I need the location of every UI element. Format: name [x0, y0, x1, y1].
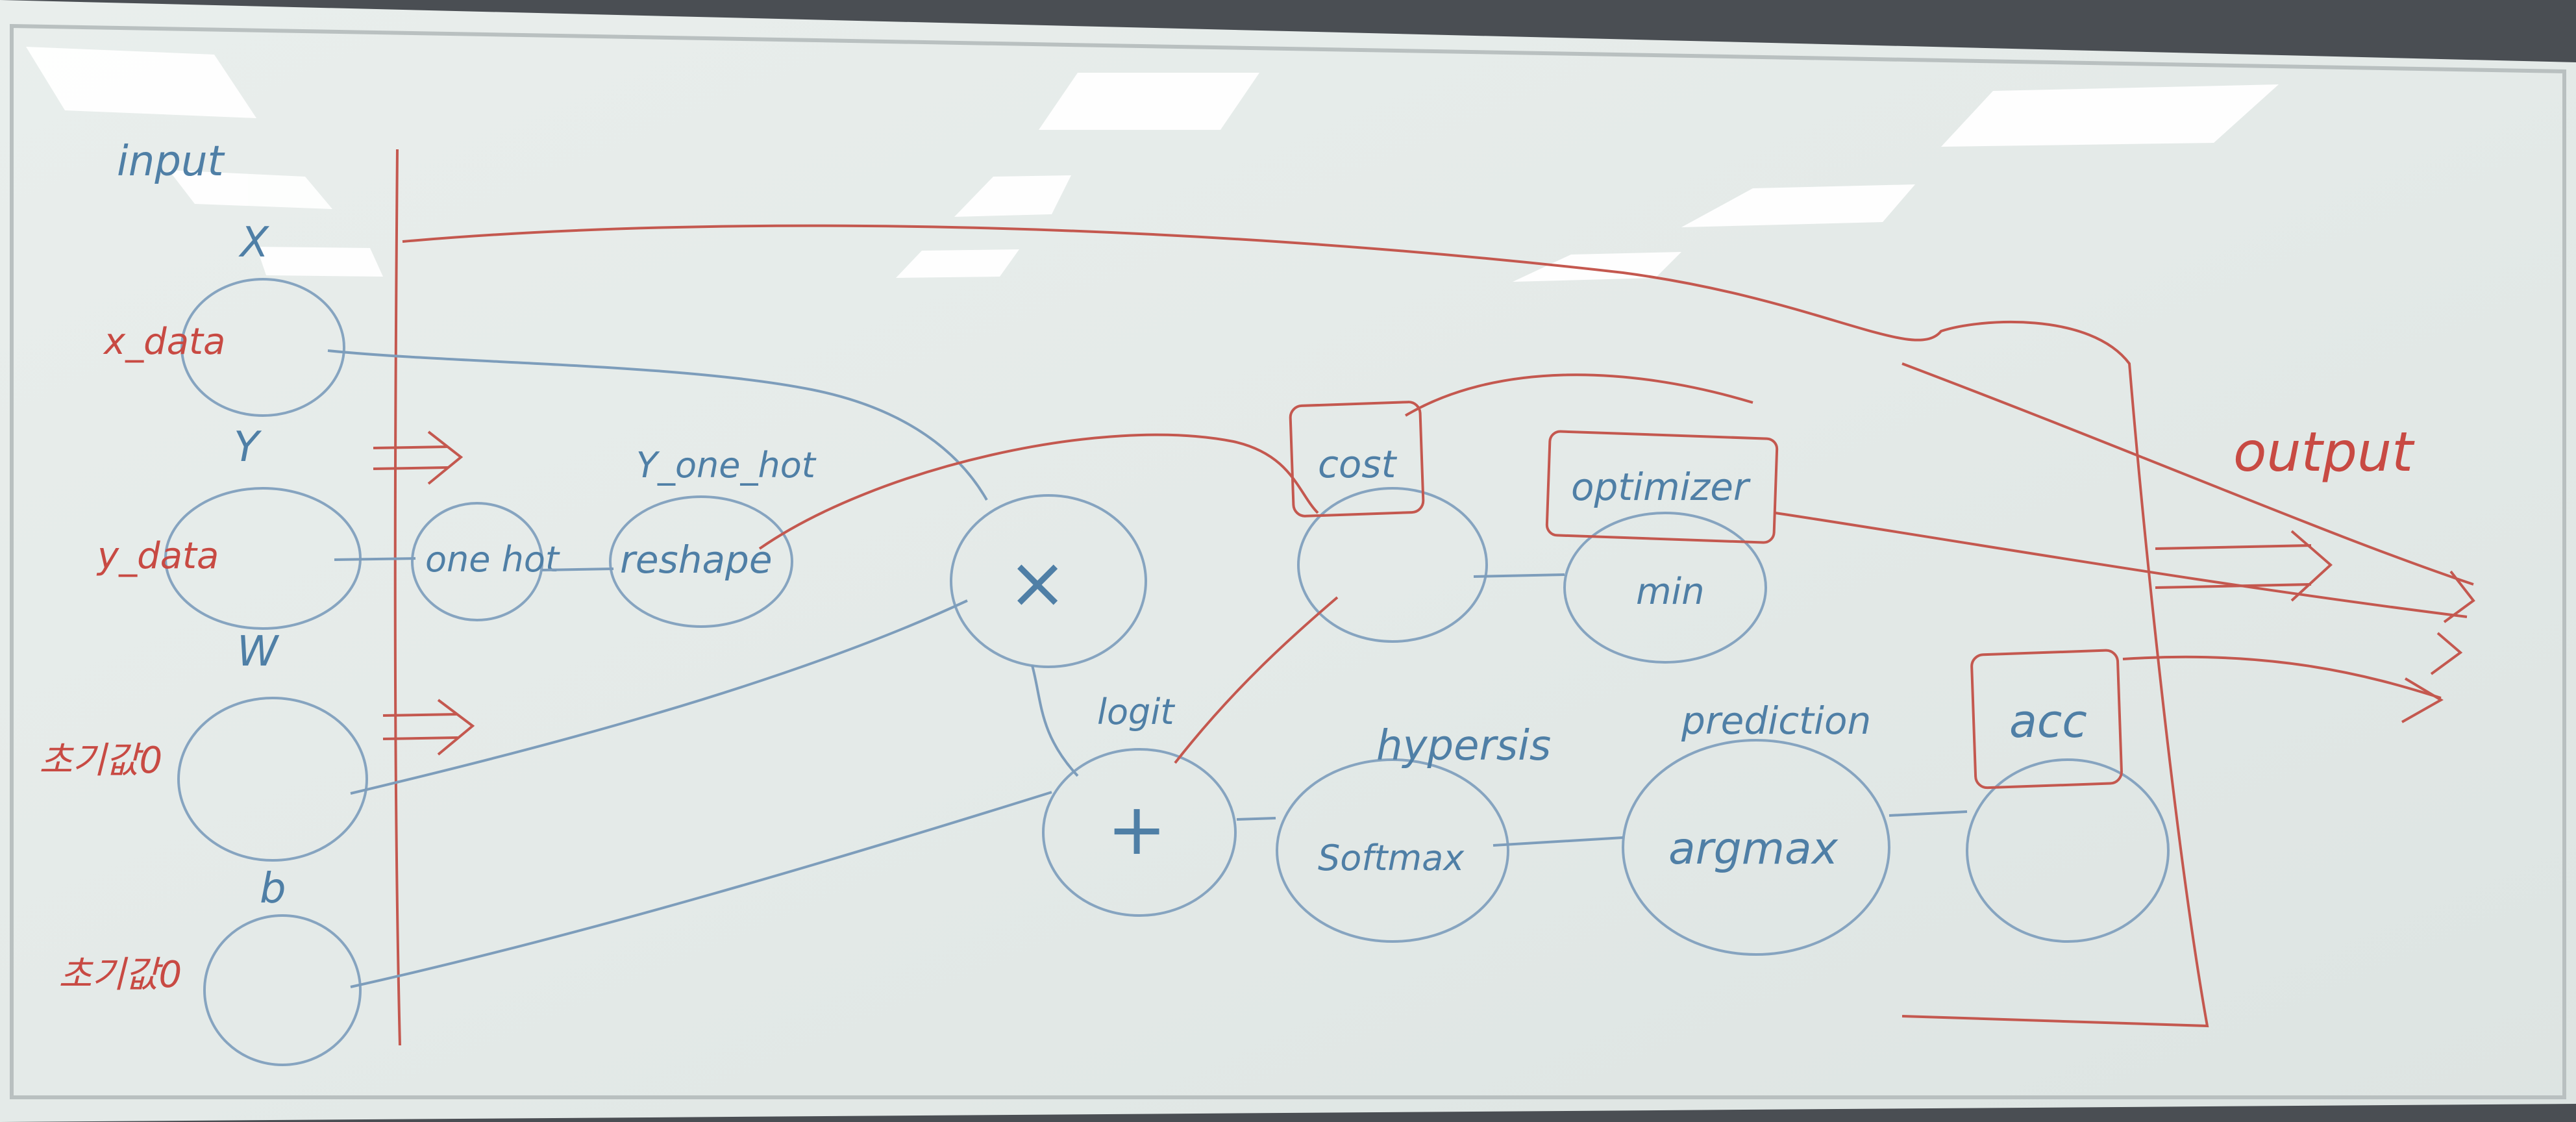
softmax-node [1276, 758, 1509, 943]
output-frame-line [402, 224, 2209, 1028]
one-hot-node [411, 502, 543, 621]
output-arrow-optimizer [2430, 632, 2463, 675]
output-arrow-main [2155, 530, 2333, 602]
output-arrow-cost [2443, 570, 2475, 623]
softmax-text: Softmax [1318, 838, 1465, 879]
output-arrow-acc [2401, 677, 2444, 723]
y-note: y_data [96, 535, 219, 577]
argmax-text: argmax [1668, 823, 1839, 875]
w-to-matmul-edge [350, 599, 968, 795]
w-note: 초기값0 [39, 740, 162, 782]
b-to-add-edge [350, 791, 1052, 988]
output-label: output [2233, 420, 2415, 484]
y-one-hot-label: Y_one_hot [636, 445, 817, 486]
w-label: W [237, 628, 280, 676]
y-label: Y [234, 423, 262, 471]
argmax-to-acc-edge [1889, 810, 1968, 817]
hypothesis-label: hypersis [1376, 722, 1551, 770]
cost-box [1289, 401, 1425, 517]
cost-to-frame-edge [1404, 373, 1753, 417]
one-hot-text: one hot [425, 539, 560, 580]
min-node [1563, 512, 1767, 664]
acc-node [1966, 758, 2170, 943]
cost-to-min-edge [1473, 573, 1565, 578]
acc-box [1970, 649, 2123, 790]
matmul-to-add-edge [1031, 665, 1079, 777]
min-text: min [1636, 571, 1705, 613]
add-symbol: + [1107, 788, 1167, 871]
reshape-node [609, 495, 793, 628]
input-divider-line [393, 149, 401, 1046]
b-note: 초기값0 [58, 954, 182, 996]
softmax-to-argmax-edge [1492, 836, 1624, 847]
light-reflections [26, 47, 2279, 282]
add-to-cost-edge [1174, 596, 1339, 764]
w-input-arrow [382, 699, 475, 756]
logit-label: logit [1097, 692, 1175, 732]
prediction-label: prediction [1681, 699, 1871, 743]
one-hot-to-reshape-edge [541, 567, 614, 571]
w-variable-node [177, 697, 368, 862]
reshape-to-cost-edge [758, 433, 1319, 550]
reshape-text: reshape [620, 538, 773, 582]
y-to-one-hot-edge [334, 557, 416, 561]
cost-to-output-edge [1901, 362, 2474, 586]
x-to-matmul-edge [327, 349, 988, 501]
board-edge [10, 23, 2566, 1099]
cost-node [1297, 487, 1488, 643]
x-placeholder-node [180, 278, 345, 417]
x-note: x_data [103, 321, 225, 363]
argmax-node [1622, 739, 1890, 956]
add-to-softmax-edge [1236, 817, 1276, 821]
b-variable-node [203, 914, 362, 1066]
optimizer-box [1545, 430, 1779, 544]
b-label: b [260, 865, 286, 913]
optimizer-to-output-edge [1775, 512, 2468, 618]
cost-label: cost [1318, 442, 1398, 486]
add-node [1042, 748, 1237, 917]
input-label: input [117, 138, 226, 186]
optimizer-label: optimizer [1571, 465, 1751, 509]
matmul-node [950, 494, 1147, 668]
x-label: X [238, 219, 269, 267]
matmul-symbol: × [1008, 541, 1067, 624]
acc-label: acc [2009, 695, 2087, 748]
y-input-arrow [373, 430, 464, 485]
acc-to-output-edge [2122, 655, 2442, 699]
